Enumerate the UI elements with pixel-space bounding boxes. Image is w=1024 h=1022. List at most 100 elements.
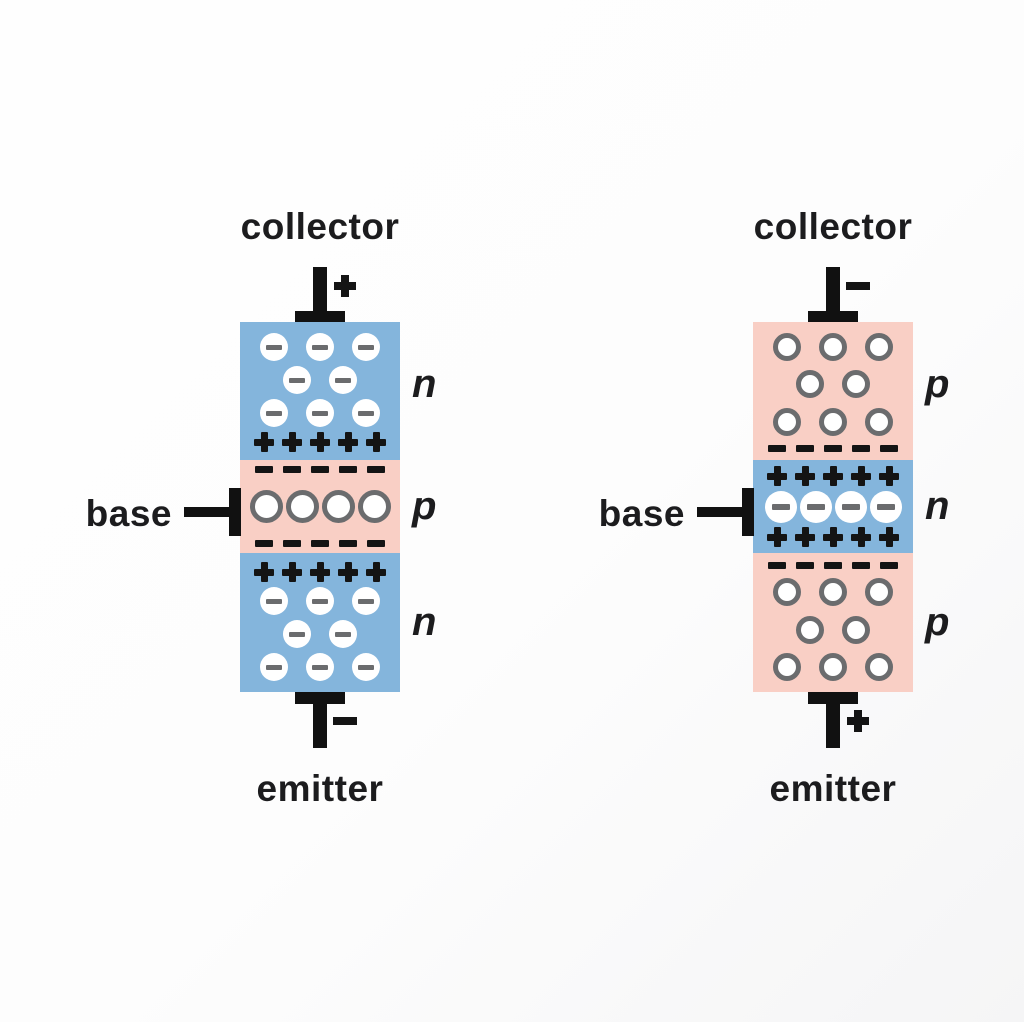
hole-row — [753, 370, 913, 399]
collector-terminal-contact — [295, 311, 345, 322]
plus-charge-icon — [282, 432, 302, 452]
minus-charge-icon — [796, 562, 814, 569]
minus-charge-icon — [796, 444, 814, 452]
minus-charge-icon — [768, 444, 786, 452]
hole-icon — [865, 333, 893, 361]
electron-icon — [352, 399, 380, 427]
plus-sign-icon — [847, 710, 869, 732]
electron-row — [240, 333, 400, 361]
emitter-label: emitter — [769, 768, 897, 809]
plus-charge-icon — [767, 466, 787, 486]
emitter-region — [240, 553, 400, 692]
minus-row — [240, 466, 400, 473]
hole-icon — [819, 407, 847, 436]
plus-charge-icon — [338, 432, 358, 452]
electron-icon — [352, 653, 380, 681]
plus-charge-icon — [310, 562, 330, 582]
plus-charge-icon — [338, 562, 358, 582]
minus-charge-icon — [824, 562, 842, 569]
electron-row — [753, 490, 913, 523]
hole-row — [753, 578, 913, 607]
minus-charge-icon — [367, 540, 385, 547]
plus-charge-icon — [310, 432, 330, 452]
plus-charge-icon — [851, 527, 871, 547]
base-terminal-lead — [697, 507, 744, 517]
minus-sign-icon — [333, 717, 357, 725]
minus-charge-icon — [311, 466, 329, 473]
minus-charge-icon — [768, 562, 786, 569]
minus-charge-icon — [311, 540, 329, 547]
collector-label: collector — [753, 206, 913, 247]
electron-icon — [260, 333, 288, 361]
emitter-terminal-contact — [295, 692, 345, 704]
electron-icon — [834, 490, 867, 523]
hole-icon — [321, 490, 355, 523]
collector-polarity-sign — [332, 273, 358, 299]
minus-charge-icon — [367, 466, 385, 473]
minus-charge-icon — [824, 444, 842, 452]
hole-icon — [249, 490, 283, 523]
plus-row — [753, 466, 913, 486]
plus-charge-icon — [851, 466, 871, 486]
base-terminal-lead — [184, 507, 231, 517]
electron-row — [240, 587, 400, 615]
dopant-label-p: p — [925, 599, 950, 644]
plus-row — [240, 432, 400, 452]
electron-row — [240, 366, 400, 394]
plus-row — [240, 562, 400, 582]
electron-icon — [283, 366, 311, 394]
plus-charge-icon — [254, 562, 274, 582]
minus-row — [753, 444, 913, 452]
plus-charge-icon — [795, 466, 815, 486]
base-terminal-contact — [742, 488, 754, 536]
hole-row — [240, 490, 400, 523]
hole-icon — [865, 652, 893, 681]
collector-label: collector — [240, 206, 400, 247]
hole-icon — [773, 578, 801, 607]
dopant-label-p: p — [925, 361, 950, 406]
plus-charge-icon — [795, 527, 815, 547]
electron-icon — [764, 490, 797, 523]
electron-icon — [306, 653, 334, 681]
emitter-terminal-lead — [313, 703, 327, 748]
plus-charge-icon — [282, 562, 302, 582]
emitter-terminal-lead — [826, 703, 840, 748]
plus-charge-icon — [879, 466, 899, 486]
electron-icon — [799, 490, 832, 523]
hole-icon — [865, 407, 893, 436]
hole-icon — [819, 578, 847, 607]
base-label: base — [85, 493, 172, 534]
hole-icon — [796, 615, 824, 644]
electron-icon — [352, 587, 380, 615]
electron-row — [240, 620, 400, 648]
minus-row — [753, 562, 913, 569]
plus-charge-icon — [823, 466, 843, 486]
base-region — [753, 460, 913, 553]
plus-charge-icon — [366, 432, 386, 452]
hole-icon — [285, 490, 319, 523]
base-terminal-contact — [229, 488, 241, 536]
electron-icon — [283, 620, 311, 648]
plus-charge-icon — [823, 527, 843, 547]
emitter-label: emitter — [256, 768, 384, 809]
electron-icon — [869, 490, 902, 523]
plus-charge-icon — [879, 527, 899, 547]
dopant-label-p: p — [412, 483, 437, 528]
hole-icon — [773, 652, 801, 681]
plus-charge-icon — [767, 527, 787, 547]
minus-charge-icon — [283, 540, 301, 547]
minus-charge-icon — [339, 540, 357, 547]
minus-charge-icon — [255, 540, 273, 547]
collector-terminal-lead — [313, 267, 327, 317]
plus-charge-icon — [254, 432, 274, 452]
electron-icon — [260, 399, 288, 427]
minus-charge-icon — [852, 444, 870, 452]
emitter-region — [753, 553, 913, 692]
hole-icon — [773, 407, 801, 436]
transistor-body — [240, 322, 400, 692]
plus-sign-icon — [334, 275, 356, 297]
minus-sign-icon — [846, 282, 870, 290]
electron-row — [240, 399, 400, 427]
emitter-polarity-sign — [332, 708, 358, 734]
